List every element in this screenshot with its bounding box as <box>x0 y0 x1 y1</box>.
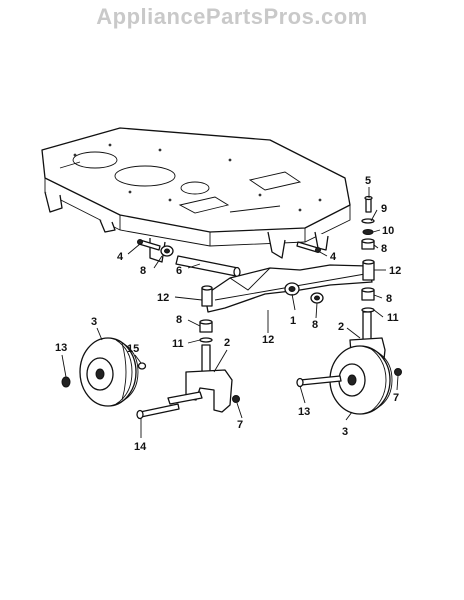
front-axle <box>204 264 373 313</box>
callout-13-left: 13 <box>55 342 67 354</box>
callout-8-b: 8 <box>176 314 182 326</box>
callout-11-right: 11 <box>387 312 399 324</box>
left-axle-bolt <box>136 403 180 420</box>
callout-8-e: 8 <box>386 293 392 305</box>
right-spindle-stack <box>361 195 375 250</box>
right-lower-bushing <box>361 287 375 313</box>
bushing-left <box>160 245 174 257</box>
left-nut <box>232 395 240 403</box>
callout-4-left: 4 <box>117 251 124 263</box>
callout-12-center: 12 <box>262 334 274 346</box>
left-wheel-fitting <box>137 362 147 370</box>
callout-10: 10 <box>382 225 394 237</box>
bolt-left <box>137 239 161 251</box>
bushing-center <box>310 292 324 304</box>
callout-9: 9 <box>381 203 387 215</box>
callout-15: 15 <box>127 343 139 355</box>
callout-1: 1 <box>290 315 296 327</box>
leader-lines <box>61 187 399 438</box>
left-wheel-hub-cap <box>61 376 71 388</box>
axle-pin-right <box>362 259 375 281</box>
left-spindle-hardware <box>199 319 213 343</box>
callout-12-left: 12 <box>157 292 169 304</box>
deck-frame <box>41 127 351 263</box>
left-spindle <box>167 344 233 413</box>
callout-8-d: 8 <box>381 243 387 255</box>
callout-6: 6 <box>176 265 182 277</box>
callout-7-left: 7 <box>237 419 243 431</box>
callout-2-left: 2 <box>224 337 230 349</box>
callout-3-right: 3 <box>342 426 348 438</box>
callout-13-right: 13 <box>298 406 310 418</box>
callout-8-c: 8 <box>312 319 318 331</box>
callout-8-a: 8 <box>140 265 146 277</box>
bolt-right <box>296 241 321 253</box>
callout-12-right: 12 <box>389 265 401 277</box>
callout-4-right: 4 <box>330 251 337 263</box>
callout-11-left: 11 <box>172 338 184 350</box>
left-wheel <box>79 337 139 407</box>
callout-14: 14 <box>134 441 147 453</box>
callout-7-right: 7 <box>393 392 399 404</box>
callouts: 1 2 2 3 3 4 4 5 6 7 7 8 8 8 8 8 9 10 11 … <box>55 175 401 453</box>
callout-5: 5 <box>365 175 371 187</box>
watermark: AppliancePartsPros.com <box>96 4 368 29</box>
pivot-shaft <box>175 255 241 278</box>
right-nut <box>394 368 402 376</box>
right-axle-bolt <box>296 375 342 388</box>
axle-pin-left <box>201 285 213 307</box>
callout-2-right: 2 <box>338 321 344 333</box>
callout-3-left: 3 <box>91 316 97 328</box>
